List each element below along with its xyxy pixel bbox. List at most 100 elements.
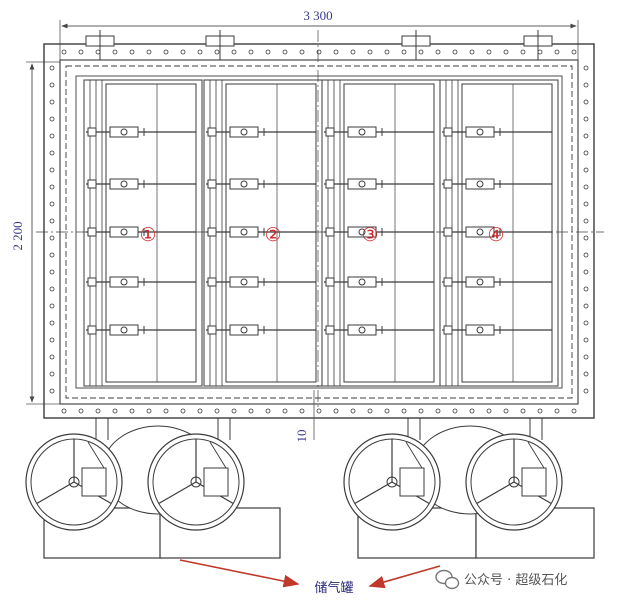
bolt-hole	[49, 235, 55, 241]
bolt-hole	[49, 167, 55, 173]
bolt-hole	[418, 49, 424, 55]
bolt-hole	[583, 167, 589, 173]
bolt-hole	[146, 408, 152, 414]
bolt-hole	[571, 408, 577, 414]
bolt-hole	[583, 252, 589, 258]
bolt-hole	[49, 116, 55, 122]
bolt-hole	[231, 408, 237, 414]
watermark-text: 公众号 · 超级石化	[464, 573, 567, 588]
handwheel-3	[343, 433, 441, 531]
bolt-hole	[583, 303, 589, 309]
bolt-hole	[537, 408, 543, 414]
bolt-hole	[435, 408, 441, 414]
bolt-hole	[401, 49, 407, 55]
bolt-hole	[554, 49, 560, 55]
bolt-hole	[583, 286, 589, 292]
section-number-1: ①	[139, 225, 156, 246]
bolt-hole	[49, 133, 55, 139]
bolt-hole	[265, 408, 271, 414]
bolt-hole	[367, 408, 373, 414]
bolt-hole	[503, 49, 509, 55]
bolt-hole	[418, 408, 424, 414]
bolt-hole	[112, 49, 118, 55]
bolt-hole	[316, 408, 322, 414]
bolt-hole	[282, 49, 288, 55]
bolt-hole	[401, 408, 407, 414]
bolt-hole	[583, 235, 589, 241]
bolt-hole	[520, 408, 526, 414]
bolt-hole	[316, 49, 322, 55]
blade-bay-2	[203, 79, 323, 387]
bolt-hole	[49, 320, 55, 326]
bolt-hole	[583, 184, 589, 190]
bolt-hole	[214, 408, 220, 414]
flange-bolt-holes	[49, 49, 589, 414]
handwheel-4	[465, 433, 563, 531]
bolt-hole	[583, 133, 589, 139]
bolt-hole	[214, 49, 220, 55]
watermark: 公众号 · 超级石化	[435, 569, 567, 590]
bolt-hole	[367, 49, 373, 55]
blade-bay-4	[439, 79, 559, 387]
bolt-hole	[180, 408, 186, 414]
top-dimension: 3 300	[59, 8, 579, 60]
bolt-hole	[49, 354, 55, 360]
bolt-hole	[49, 371, 55, 377]
bolt-hole	[49, 303, 55, 309]
bolt-hole	[583, 82, 589, 88]
width-dimension-label: 3 300	[303, 8, 332, 23]
bolt-hole	[333, 408, 339, 414]
bolt-hole	[180, 49, 186, 55]
bolt-hole	[520, 49, 526, 55]
bolt-hole	[78, 408, 84, 414]
bolt-hole	[49, 388, 55, 394]
bolt-hole	[452, 49, 458, 55]
bolt-hole	[163, 408, 169, 414]
bolt-hole	[583, 116, 589, 122]
bolt-hole	[49, 269, 55, 275]
support-legs	[95, 418, 543, 440]
bolt-hole	[503, 408, 509, 414]
gap-dimension: 10	[294, 390, 315, 443]
bolt-hole	[49, 99, 55, 105]
blade-bays	[83, 79, 559, 387]
bolt-hole	[248, 49, 254, 55]
bolt-hole	[112, 408, 118, 414]
bolt-hole	[231, 49, 237, 55]
blade-bay-1	[83, 79, 203, 387]
gap-dimension-label: 10	[294, 430, 309, 443]
bolt-hole	[486, 408, 492, 414]
bolt-hole	[49, 201, 55, 207]
bolt-hole	[129, 408, 135, 414]
bolt-hole	[350, 49, 356, 55]
bolt-hole	[49, 184, 55, 190]
bolt-hole	[49, 218, 55, 224]
bolt-hole	[49, 252, 55, 258]
bolt-hole	[486, 49, 492, 55]
tank-label-group: 储气罐	[179, 559, 441, 596]
bolt-hole	[95, 408, 101, 414]
bolt-hole	[384, 408, 390, 414]
bolt-hole	[333, 49, 339, 55]
bolt-hole	[583, 269, 589, 275]
bolt-hole	[61, 408, 67, 414]
bolt-hole	[197, 49, 203, 55]
bolt-hole	[129, 49, 135, 55]
bolt-hole	[435, 49, 441, 55]
bolt-hole	[49, 65, 55, 71]
bolt-hole	[583, 371, 589, 377]
section-number-4: ④	[487, 225, 504, 246]
bolt-hole	[384, 49, 390, 55]
bolt-hole	[583, 99, 589, 105]
center-lines	[36, 30, 604, 410]
bolt-hole	[49, 82, 55, 88]
bolt-hole	[583, 320, 589, 326]
bolt-hole	[554, 408, 560, 414]
section-numbers: ① ② ③ ④	[139, 225, 504, 246]
bolt-hole	[61, 49, 67, 55]
bolt-hole	[583, 218, 589, 224]
top-lugs	[85, 30, 553, 60]
section-number-2: ②	[264, 225, 281, 246]
bolt-hole	[146, 49, 152, 55]
bolt-hole	[583, 354, 589, 360]
